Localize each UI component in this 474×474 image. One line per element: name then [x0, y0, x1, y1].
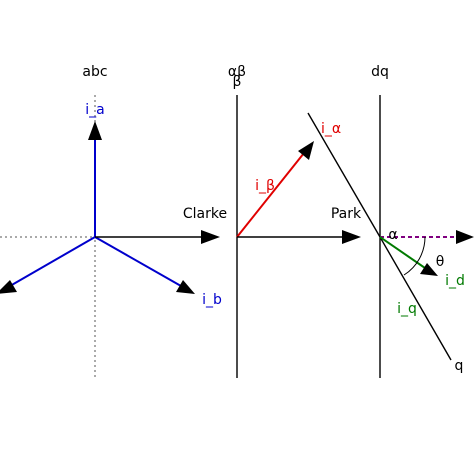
vector-i-a — [88, 121, 102, 237]
alpha-angle-label: α — [388, 227, 397, 243]
section-title-dq: dq — [371, 64, 389, 80]
section-title-alphabeta: αβ — [228, 64, 246, 80]
park-transform-arrow — [237, 230, 361, 244]
theta-angle-arc — [403, 236, 426, 276]
q-axis — [379, 236, 452, 361]
section-title-abc: abc — [82, 64, 107, 80]
vector-i-c — [0, 236, 96, 294]
park-label: Park — [331, 206, 362, 222]
q-axis-label: q — [455, 358, 464, 374]
label-i-d: i_d — [445, 273, 465, 289]
theta-angle-label: θ — [436, 254, 445, 270]
vector-i-alphabeta — [236, 141, 314, 238]
clarke-label: Clarke — [183, 206, 227, 222]
label-i-beta: i_β — [255, 178, 275, 194]
label-i-q: i_q — [397, 301, 417, 317]
vector-i-b — [94, 236, 195, 294]
beta-axis-label: β — [233, 74, 242, 90]
label-i-alpha: i_α — [321, 121, 341, 137]
label-i-a: i_a — [85, 102, 104, 118]
alpha-axis-rotated — [307, 112, 381, 238]
label-i-b: i_b — [202, 292, 222, 308]
d-axis-dashed — [380, 230, 474, 244]
clarke-transform-arrow — [95, 230, 220, 244]
vector-i-d — [379, 236, 438, 276]
